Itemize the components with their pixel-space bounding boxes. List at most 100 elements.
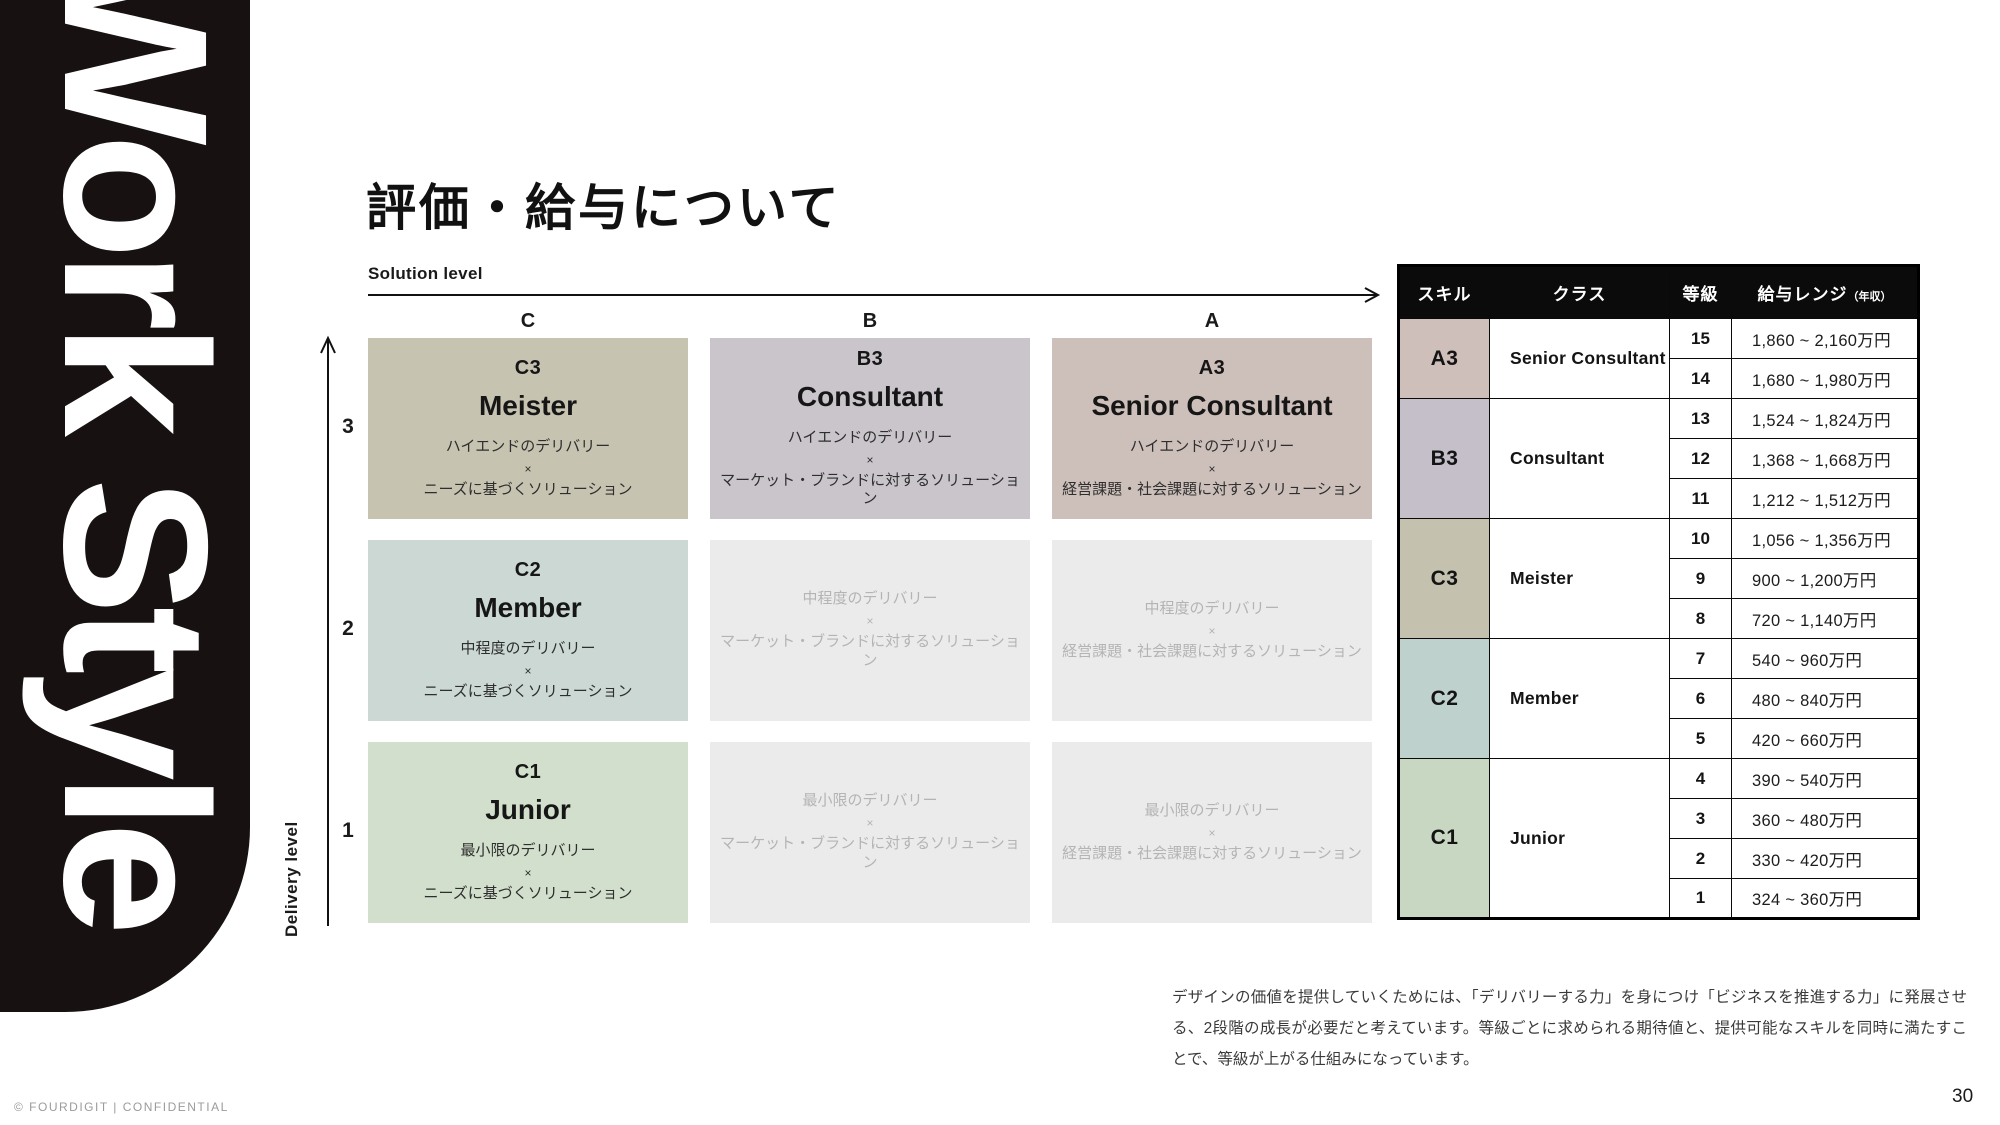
cell-name: Meister xyxy=(478,390,578,422)
page-title: 評価・給与について xyxy=(366,180,842,236)
multiply-symbol: × xyxy=(866,452,874,467)
table-row: C2 Member 7 540 ~ 960万円 xyxy=(1398,638,1919,759)
cell-name: Junior xyxy=(485,794,571,826)
matrix-cell-a1: 最小限のデリバリー × 経営課題・社会課題に対するソリューション xyxy=(1052,742,1372,923)
matrix-cell-a3: A3 Senior Consultant ハイエンドのデリバリー × 経営課題・… xyxy=(1052,338,1372,519)
grade-cell: 11 xyxy=(1669,478,1732,519)
table-row: B3 Consultant 13 1,524 ~ 1,824万円 xyxy=(1398,398,1919,519)
cell-delivery-desc: ハイエンドのデリバリー xyxy=(445,438,611,456)
cell-solution-desc: ニーズに基づくソリューション xyxy=(423,683,633,700)
class-cell: Meister xyxy=(1489,518,1670,639)
cell-code: A3 xyxy=(1198,357,1226,380)
grade-cell: 15 xyxy=(1669,318,1732,359)
cell-solution-desc: マーケット・ブランドに対するソリューション xyxy=(720,835,1020,871)
salary-range-cell: 1,680 ~ 1,980万円 xyxy=(1731,358,1919,399)
cell-delivery-desc: 中程度のデリバリー xyxy=(802,590,938,608)
salary-range-cell: 480 ~ 840万円 xyxy=(1731,678,1919,719)
table-row: 6 480 ~ 840万円 xyxy=(1399,678,1919,719)
multiply-symbol: × xyxy=(524,866,532,880)
class-cell: Senior Consultant xyxy=(1489,318,1670,399)
multiply-symbol: × xyxy=(866,816,874,831)
cell-solution-desc: ニーズに基づくソリューション xyxy=(423,481,633,498)
cell-delivery-desc: 中程度のデリバリー xyxy=(460,640,596,658)
skill-cell-c2: C2 xyxy=(1398,638,1490,759)
page-number: 30 xyxy=(1952,1086,1974,1107)
table-row: 3 360 ~ 480万円 xyxy=(1399,798,1919,839)
grade-cell: 2 xyxy=(1669,838,1732,879)
multiply-symbol: × xyxy=(524,664,532,678)
salary-range-cell: 1,860 ~ 2,160万円 xyxy=(1731,318,1919,359)
salary-range-cell: 360 ~ 480万円 xyxy=(1731,798,1919,839)
cell-code: C3 xyxy=(514,357,542,380)
table-row: 2 330 ~ 420万円 xyxy=(1399,838,1919,879)
column-header-b: B xyxy=(862,310,878,332)
multiply-symbol: × xyxy=(866,614,874,629)
cell-solution-desc: マーケット・ブランドに対するソリューション xyxy=(720,633,1020,669)
section-vertical-label: Work Style xyxy=(21,0,250,928)
class-cell: Member xyxy=(1489,638,1670,759)
solution-level-axis-label: Solution level xyxy=(368,264,483,283)
grade-cell: 12 xyxy=(1669,438,1732,479)
cell-solution-desc: マーケット・ブランドに対するソリューション xyxy=(720,471,1020,508)
delivery-level-axis-label: Delivery level xyxy=(282,821,301,937)
cell-solution-desc: ニーズに基づくソリューション xyxy=(423,885,633,902)
salary-range-cell: 1,524 ~ 1,824万円 xyxy=(1731,398,1919,439)
grade-cell: 3 xyxy=(1669,798,1732,839)
matrix-cell-c2: C2 Member 中程度のデリバリー × ニーズに基づくソリューション xyxy=(368,540,688,721)
header-grade: 等級 xyxy=(1669,265,1732,319)
grade-cell: 10 xyxy=(1669,518,1732,559)
table-row: 11 1,212 ~ 1,512万円 xyxy=(1399,478,1919,519)
multiply-symbol: × xyxy=(1208,623,1216,638)
matrix-cell-b2: 中程度のデリバリー × マーケット・ブランドに対するソリューション xyxy=(710,540,1030,721)
cell-delivery-desc: 最小限のデリバリー xyxy=(802,792,938,810)
salary-range-cell: 720 ~ 1,140万円 xyxy=(1731,598,1919,639)
cell-solution-desc: 経営課題・社会課題に対するソリューション xyxy=(1062,642,1362,660)
skill-cell-c3: C3 xyxy=(1398,518,1490,639)
cell-delivery-desc: 最小限のデリバリー xyxy=(1144,801,1280,819)
matrix-cell-b1: 最小限のデリバリー × マーケット・ブランドに対するソリューション xyxy=(710,742,1030,923)
table-row: 9 900 ~ 1,200万円 xyxy=(1399,558,1919,599)
table-row: 5 420 ~ 660万円 xyxy=(1399,718,1919,759)
cell-code: C1 xyxy=(514,761,542,784)
header-class: クラス xyxy=(1489,265,1670,319)
cell-solution-desc: 経営課題・社会課題に対するソリューション xyxy=(1062,844,1362,862)
grade-cell: 7 xyxy=(1669,638,1732,679)
salary-range-cell: 1,212 ~ 1,512万円 xyxy=(1731,478,1919,519)
multiply-symbol: × xyxy=(1208,462,1216,476)
cell-code: B3 xyxy=(856,347,884,370)
matrix-cell-a2: 中程度のデリバリー × 経営課題・社会課題に対するソリューション xyxy=(1052,540,1372,721)
salary-range-cell: 324 ~ 360万円 xyxy=(1731,878,1919,919)
salary-range-cell: 540 ~ 960万円 xyxy=(1731,638,1919,679)
salary-range-cell: 900 ~ 1,200万円 xyxy=(1731,558,1919,599)
row-label-2: 2 xyxy=(342,617,354,640)
grade-cell: 8 xyxy=(1669,598,1732,639)
salary-range-cell: 1,056 ~ 1,356万円 xyxy=(1731,518,1919,559)
grade-cell: 4 xyxy=(1669,758,1732,799)
grade-cell: 13 xyxy=(1669,398,1732,439)
grade-cell: 1 xyxy=(1669,878,1732,919)
class-cell: Junior xyxy=(1489,758,1670,919)
table-row: 8 720 ~ 1,140万円 xyxy=(1399,598,1919,639)
header-salary-range-main: 給与レンジ xyxy=(1757,285,1848,304)
row-label-3: 3 xyxy=(342,415,354,438)
cell-solution-desc: 経営課題・社会課題に対するソリューション xyxy=(1062,481,1362,498)
cell-code: C2 xyxy=(514,559,542,582)
salary-range-cell: 420 ~ 660万円 xyxy=(1731,718,1919,759)
salary-range-cell: 330 ~ 420万円 xyxy=(1731,838,1919,879)
confidential-footer: © FOURDIGIT | CONFIDENTIAL xyxy=(14,1100,229,1114)
matrix-cell-b3: B3 Consultant ハイエンドのデリバリー × マーケット・ブランドに対… xyxy=(710,338,1030,519)
cell-delivery-desc: ハイエンドのデリバリー xyxy=(1129,438,1295,456)
delivery-axis-arrow xyxy=(320,335,336,926)
column-header-a: A xyxy=(1204,310,1220,332)
table-row: A3 Senior Consultant 15 1,860 ~ 2,160万円 xyxy=(1398,318,1919,399)
multiply-symbol: × xyxy=(1208,825,1216,840)
header-skill: スキル xyxy=(1398,265,1490,319)
skill-cell-c1: C1 xyxy=(1398,758,1490,919)
cell-delivery-desc: 中程度のデリバリー xyxy=(1144,599,1280,617)
cell-name: Member xyxy=(474,592,582,624)
table-row: 1 324 ~ 360万円 xyxy=(1399,878,1919,919)
salary-range-cell: 1,368 ~ 1,668万円 xyxy=(1731,438,1919,479)
table-row: 14 1,680 ~ 1,980万円 xyxy=(1399,358,1919,399)
salary-table-header-row: スキル クラス 等級 給与レンジ（年収） xyxy=(1398,265,1919,319)
matrix-cell-c1: C1 Junior 最小限のデリバリー × ニーズに基づくソリューション xyxy=(368,742,688,923)
